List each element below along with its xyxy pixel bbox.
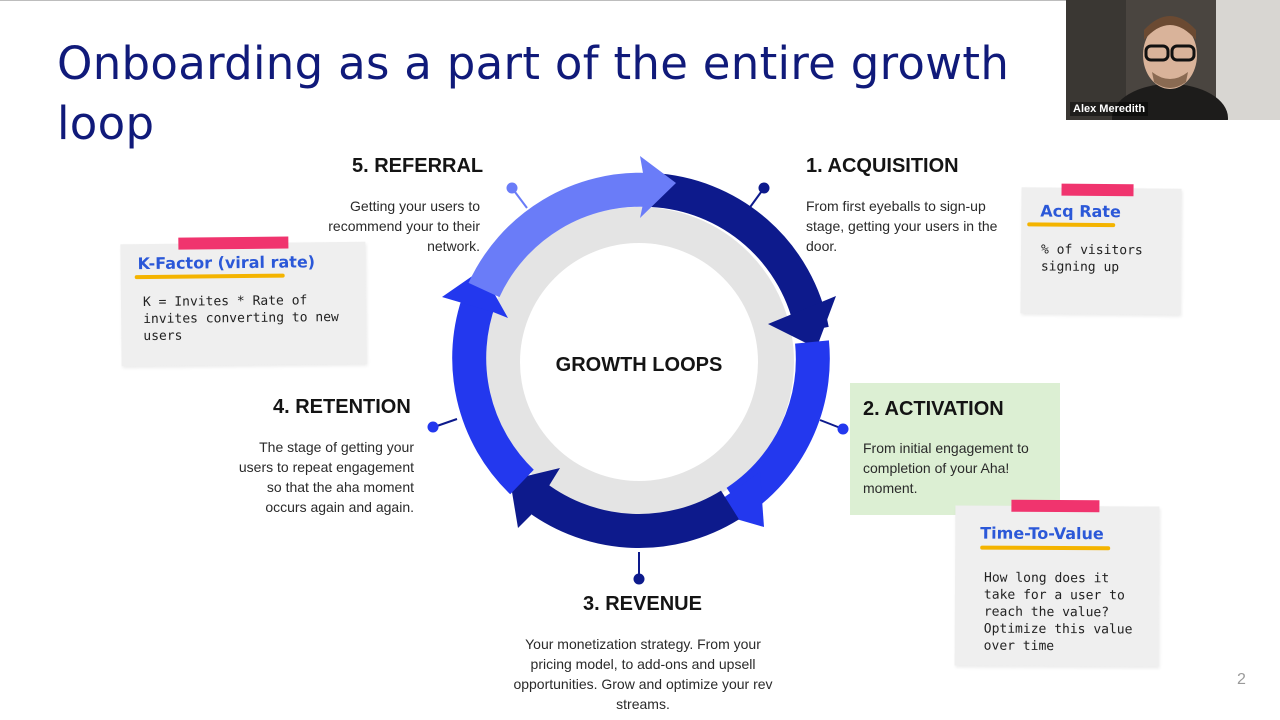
note-body-k-factor: K = Invites * Rate of invites converting… [142, 293, 339, 345]
note-body-acq-rate: % of visitors signing up [1040, 242, 1143, 276]
webcam-feed: Alex Meredith [1066, 0, 1280, 120]
top-divider [0, 0, 1280, 1]
arrowhead-revenue [510, 468, 560, 528]
arc-retention [452, 292, 535, 495]
arrowhead-acquisition [768, 296, 836, 344]
arc-referral [468, 172, 651, 298]
note-underline [1027, 222, 1116, 228]
stage-desc-activation: From initial engagement to completion of… [863, 440, 1029, 496]
stage-desc-retention: The stage of getting your users to repea… [238, 439, 414, 515]
stage-title-acquisition: 1. ACQUISITION [806, 155, 959, 177]
pin-activation [837, 423, 849, 435]
stage-title-referral: 5. REFERRAL [352, 155, 484, 177]
webcam-video-frame [1066, 0, 1280, 120]
pin-retention [427, 421, 439, 433]
activation-highlight-box [850, 383, 1060, 515]
pin-revenue [633, 573, 645, 585]
center-label: GROWTH LOOPS [556, 354, 723, 376]
inner-ring [484, 207, 794, 517]
page-number: 2 [1237, 671, 1246, 688]
stage-title-activation: 2. ACTIVATION [863, 398, 1004, 420]
arc-acquisition [650, 173, 829, 334]
stage-title-revenue: 3. REVENUE [583, 593, 702, 615]
connector-pins [427, 182, 849, 585]
note-tape [178, 236, 289, 250]
note-body-time-to-value: How long does it take for a user to reac… [983, 570, 1133, 654]
stage-desc-referral: Getting your users to recommend your to … [328, 198, 480, 254]
stage-title-retention: 4. RETENTION [273, 396, 411, 418]
participant-name: Alex Meredith [1070, 102, 1149, 116]
note-tape [1061, 183, 1134, 197]
arrowhead-referral [640, 156, 676, 218]
arc-revenue [519, 478, 739, 548]
note-tape [1011, 499, 1100, 513]
note-heading-time-to-value: Time-To-Value [980, 523, 1104, 544]
arrowhead-retention [442, 270, 508, 318]
note-underline [980, 545, 1111, 551]
pin-referral [506, 182, 518, 194]
sticky-note-time-to-value: Time-To-Value How long does it take for … [954, 499, 1160, 667]
note-heading-acq-rate: Acq Rate [1040, 201, 1121, 222]
note-underline [134, 273, 285, 280]
sticky-note-acq-rate: Acq Rate % of visitors signing up [1020, 183, 1182, 315]
slide-title: Onboarding as a part of the entire growt… [57, 37, 1010, 150]
pin-acquisition [758, 182, 770, 194]
sticky-note-k-factor: K-Factor (viral rate) K = Invites * Rate… [120, 236, 367, 367]
stage-desc-acquisition: From first eyeballs to sign-up stage, ge… [806, 198, 998, 254]
stage-desc-revenue: Your monetization strategy. From your pr… [513, 636, 773, 712]
note-heading-k-factor: K-Factor (viral rate) [137, 252, 316, 274]
